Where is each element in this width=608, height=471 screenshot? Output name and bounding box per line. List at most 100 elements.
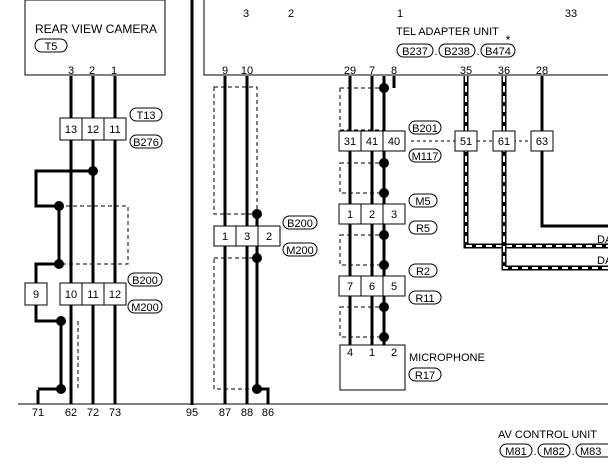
tel-adapter-top-pin-33: 33 [565, 8, 577, 20]
tel-shield-9-10-dashed [213, 86, 258, 390]
r2-pin-5: 5 [391, 281, 397, 293]
r11-badge-label: R11 [415, 293, 434, 305]
connector-b200-left: 9 10 11 12 B200 M200 [24, 272, 163, 314]
r2-badge-label: R2 [416, 266, 430, 278]
av-control-title: AV CONTROL UNIT [498, 429, 597, 441]
tel-adapter-pin-36: 36 [498, 65, 510, 77]
b201-pin-41: 41 [366, 136, 378, 148]
bottom-pin-95: 95 [186, 407, 198, 419]
bottom-pin-71: 71 [32, 407, 44, 419]
m5-pin-3: 3 [391, 209, 397, 221]
tel-adapter-pin-10: 10 [241, 65, 253, 77]
bottom-pin-87: 87 [219, 407, 231, 419]
m5-pin-1: 1 [347, 209, 353, 221]
frame-lines [18, 0, 608, 405]
bottom-pin-62: 62 [65, 407, 77, 419]
microphone-title: MICROPHONE [409, 352, 485, 364]
b200-mid-pin-1: 1 [222, 231, 228, 243]
rear-camera-pin-2: 2 [89, 65, 95, 77]
bottom-pin-86: 86 [262, 407, 274, 419]
tel-adapter-pin-7: 7 [369, 65, 375, 77]
rear-camera-pin-3: 3 [68, 65, 74, 77]
b200-mid-pin-3: 3 [244, 231, 250, 243]
b201-pin-40: 40 [388, 136, 400, 148]
right-edge-label-2: DA [597, 255, 608, 267]
b200-left-pin-12: 12 [109, 289, 121, 301]
m83-badge-label: M83 [580, 446, 601, 458]
tel-adapter-pin-8: 8 [391, 65, 397, 77]
tel-adapter-pin-35: 35 [460, 65, 472, 77]
b200-mid-pin-2: 2 [266, 231, 272, 243]
m200-left-badge-label: M200 [131, 302, 159, 314]
b201-pin-51: 51 [460, 136, 472, 148]
t13-badge-label: T13 [137, 110, 156, 122]
bottom-pin-labels: 71 62 72 73 95 87 88 86 [32, 407, 274, 419]
b200-left-badge-label: B200 [132, 275, 158, 287]
m81-badge-label: M81 [505, 446, 526, 458]
connector-t13: 13 12 11 T13 B276 [59, 107, 163, 149]
rear-camera-connector-label: T5 [45, 41, 58, 53]
m117-badge-label: M117 [412, 151, 439, 163]
rear-view-camera-unit: REAR VIEW CAMERA T5 3 2 1 [24, 0, 166, 77]
t13-badge [129, 107, 163, 122]
tel-adapter-connector-2: B238 [444, 46, 470, 58]
b276-badge-label: B276 [133, 137, 159, 149]
t13-pin-11: 11 [109, 124, 120, 136]
av-control-separator-2: . [571, 446, 574, 458]
connector-r2: 7 6 5 R2 R11 [338, 263, 442, 305]
m200-mid-badge [282, 242, 318, 257]
b200-left-badge [127, 272, 163, 287]
junction-dots [54, 83, 389, 394]
r5-badge-label: R5 [416, 223, 430, 235]
tel-adapter-connector-1: B237 [402, 46, 428, 58]
microphone-pin-1: 1 [369, 347, 375, 359]
tel-adapter-star: * [506, 33, 511, 47]
microphone-shield-dashed [339, 87, 385, 338]
tel-adapter-unit: 3 2 1 33 TEL ADAPTER UNIT * B237 . B238 … [203, 0, 608, 77]
tel-adapter-separator-1: . [434, 46, 437, 58]
m5-badge-label: M5 [415, 196, 430, 208]
tel-adapter-title: TEL ADAPTER UNIT [396, 26, 499, 38]
tel-adapter-pin-29: 29 [344, 65, 356, 77]
tel-adapter-top-pin-1: 1 [397, 8, 403, 20]
m5-badge [408, 193, 438, 208]
r5-badge [408, 220, 438, 235]
t13-pin-12: 12 [87, 124, 99, 136]
r17-badge [408, 367, 442, 382]
right-edge-label-1: DA [597, 234, 608, 246]
t13-pin-13: 13 [65, 124, 77, 136]
r2-pin-7: 7 [347, 281, 353, 293]
connector-b201: 31 41 40 51 61 63 B201 M117 [338, 120, 554, 163]
tel-adapter-connector-badge-1 [396, 43, 434, 58]
bottom-pin-72: 72 [87, 407, 99, 419]
camera-shield-dashed [58, 205, 129, 389]
tel-adapter-pin-9: 9 [222, 65, 228, 77]
connector-m5: 1 2 3 M5 R5 [338, 193, 438, 235]
b200-left-pin-10: 10 [65, 289, 77, 301]
rear-camera-title: REAR VIEW CAMERA [35, 22, 157, 36]
m82-badge [537, 443, 571, 458]
b200-left-pin-11: 11 [87, 289, 98, 301]
microphone-pin-2: 2 [391, 347, 397, 359]
av-control-separator-1: . [533, 446, 536, 458]
tel-adapter-top-pin-2: 2 [288, 8, 294, 20]
m81-badge [499, 443, 533, 458]
rear-camera-pin-1: 1 [111, 65, 117, 77]
tel-adapter-connector-3: B474 [485, 46, 511, 58]
r2-pin-6: 6 [369, 281, 375, 293]
m83-badge [575, 443, 608, 458]
bottom-pin-73: 73 [109, 407, 121, 419]
tel-adapter-connector-badge-3 [480, 43, 516, 58]
tel-wires-right [411, 76, 608, 271]
b201-pin-31: 31 [344, 136, 356, 148]
r17-badge-label: R17 [415, 370, 435, 382]
b200-mid-badge [282, 215, 318, 230]
r11-badge [408, 290, 442, 305]
rear-camera-connector-badge [34, 38, 68, 53]
m82-badge-label: M82 [543, 446, 564, 458]
microphone-pin-4: 4 [347, 347, 353, 359]
av-control-unit: AV CONTROL UNIT M81 . M82 . M83 [498, 429, 608, 458]
b201-pin-63: 63 [536, 136, 548, 148]
tel-adapter-connector-badge-2 [438, 43, 476, 58]
